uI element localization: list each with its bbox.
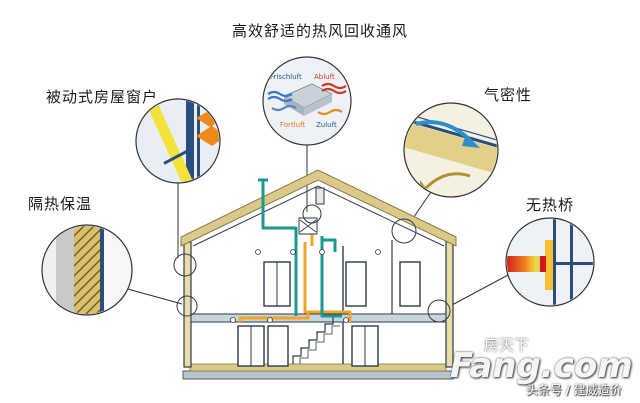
floor-insulation [189, 363, 447, 372]
wall-layer [56, 226, 74, 314]
ventilation-ducts [230, 178, 381, 323]
label-fortluft: Fortluft [280, 121, 305, 129]
house [180, 169, 457, 380]
marker-ventilation [302, 204, 322, 224]
watermark-cn: 房天下 [484, 336, 530, 354]
roof [180, 169, 457, 247]
label-abluft: Abluft [314, 73, 335, 81]
roof-vent [315, 187, 325, 205]
detail-markers [173, 204, 451, 323]
label-insulation: 隔热保温 [28, 195, 93, 213]
label-zuluft: Zuluft [316, 121, 337, 129]
watermark-brand: Fang.com [450, 346, 633, 386]
detail-circle-window [135, 98, 221, 184]
ceiling-slab [190, 313, 447, 323]
insulation-layer [74, 226, 100, 314]
window-lower-mid [267, 325, 289, 367]
staircase [292, 316, 334, 364]
marker-airtight [391, 218, 417, 244]
label-airtightness: 气密性 [484, 86, 533, 104]
supply-duct-main [238, 242, 310, 322]
detail-circle-bridge [505, 217, 595, 307]
marker-insulation [176, 295, 198, 317]
window-sash-yellow [148, 104, 196, 182]
watermark-credit: 头条号 / 建威造价 [526, 383, 622, 397]
marker-bridge [427, 299, 451, 323]
detail-circle-ventilation: Frischluft Abluft Fortluft Zuluft [262, 56, 352, 146]
marker-window [173, 253, 197, 277]
roof-inner-line [192, 185, 445, 247]
callout-line-bridge [451, 274, 509, 306]
label-frischluft: Frischluft [270, 73, 302, 81]
window-upper-right [399, 261, 421, 307]
thermal-gradient [507, 256, 549, 272]
exhaust-duct-right [320, 236, 342, 318]
detail-circle-insulation [41, 224, 133, 316]
airtight-layer [405, 120, 497, 176]
foundation-slab [182, 370, 454, 380]
callout-line-insulation [123, 287, 183, 305]
label-passive-window: 被动式房屋窗户 [46, 88, 159, 106]
diagram-title: 高效舒适的热风回收通风 [231, 22, 408, 40]
label-no-thermal-bridge: 无热桥 [526, 196, 575, 214]
window-upper-mid [345, 261, 367, 307]
detail-circle-airtight [403, 102, 499, 198]
exhaust-duct-main [261, 180, 298, 316]
left-wall [183, 241, 192, 368]
